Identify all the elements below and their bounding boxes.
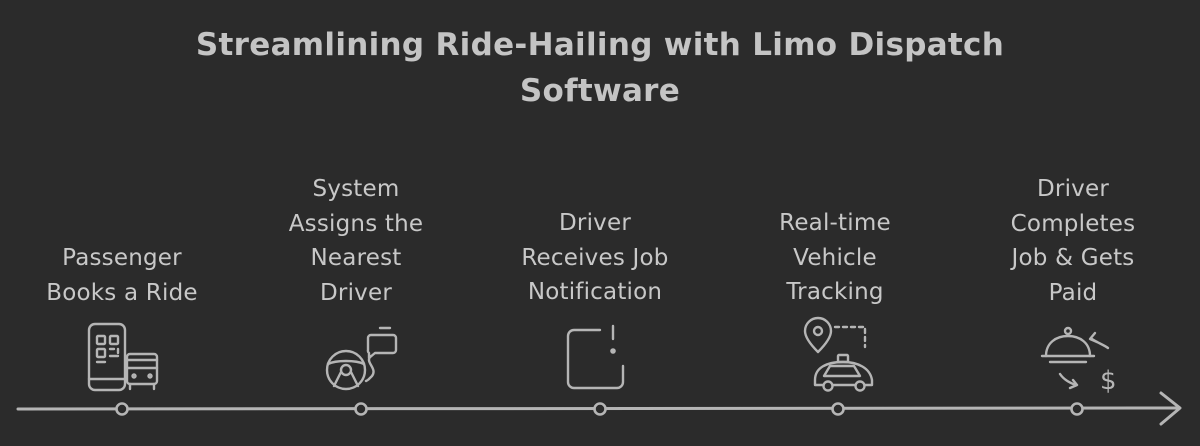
step-marker [593, 402, 607, 416]
step-label-line: Vehicle [793, 244, 877, 271]
step-label-line: System [312, 176, 400, 202]
timeline-axis [16, 391, 1182, 426]
step-label-line: Paid [1048, 279, 1098, 306]
location-car-icon [803, 316, 874, 392]
title-line-1: Streamlining Ride-Hailing with Limo Disp… [195, 27, 1005, 63]
notification-icon [566, 324, 625, 390]
step-label-line: Receives Job [521, 244, 669, 271]
step-label-driver-completes: Driver Completes Job & Gets Paid [973, 172, 1173, 310]
step-label-driver-receives: Driver Receives Job Notification [495, 206, 695, 310]
cloche-dollar-icon: $ [1040, 326, 1117, 396]
step-label-line: Driver [1037, 176, 1109, 202]
step-marker [354, 402, 368, 416]
step-label-line: Notification [527, 279, 663, 305]
step-marker [831, 402, 845, 416]
step-label-line: Nearest [310, 245, 402, 271]
step-label-line: Real-time [779, 210, 891, 236]
step-label-line: Completes [1010, 210, 1136, 237]
step-label-line: Driver [559, 210, 631, 236]
step-label-system-assigns: System Assigns the Nearest Driver [256, 172, 456, 310]
title-line-2: Software [519, 73, 681, 109]
phone-qr-bus-icon [87, 322, 159, 392]
step-label-line: Job & Gets [1011, 245, 1135, 271]
step-label-line: Assigns the [288, 210, 424, 237]
svg-text:$: $ [1100, 366, 1117, 396]
step-label-passenger-books: Passenger Books a Ride [22, 241, 222, 310]
diagram-title: Streamlining Ride-Hailing with Limo Disp… [0, 22, 1200, 114]
step-label-line: Books a Ride [46, 279, 198, 306]
step-marker [115, 402, 129, 416]
step-marker [1070, 402, 1084, 416]
steering-wheel-chat-icon [325, 326, 398, 391]
step-label-line: Driver [320, 279, 392, 306]
step-label-line: Passenger [62, 245, 182, 271]
step-label-line: Tracking [786, 279, 884, 305]
step-label-real-time-tracking: Real-time Vehicle Tracking [735, 206, 935, 310]
